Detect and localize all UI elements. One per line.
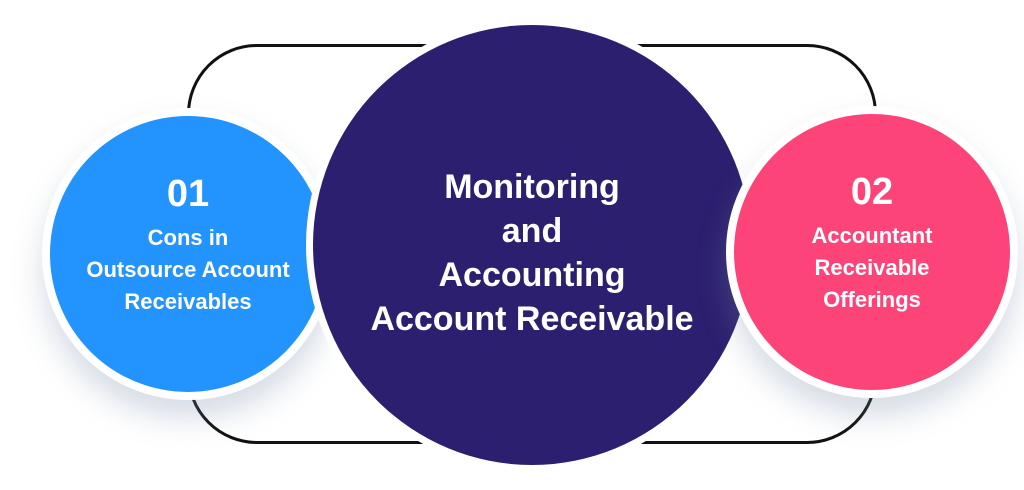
- item-number: 01: [166, 173, 210, 215]
- central-topic-circle: Monitoring and Accounting Account Receiv…: [306, 18, 758, 472]
- item-number: 02: [850, 171, 894, 213]
- item-label-line: Receivables: [124, 289, 252, 314]
- item-label-line: Outsource Account: [86, 257, 290, 282]
- item-label-line: Accountant: [811, 223, 933, 248]
- item-02-circle: 02 Accountant Receivable Offerings: [726, 106, 1018, 398]
- item-label-line: Receivable: [814, 255, 930, 280]
- item-01-circle: 01 Cons in Outsource Account Receivables: [42, 108, 334, 400]
- central-title-line: Accounting: [438, 256, 626, 294]
- central-title-line: Monitoring: [444, 168, 620, 206]
- central-title-line: and: [501, 212, 563, 250]
- item-label-line: Cons in: [147, 225, 229, 250]
- item-label-line: Offerings: [823, 287, 921, 312]
- central-title-line: Account Receivable: [370, 300, 694, 338]
